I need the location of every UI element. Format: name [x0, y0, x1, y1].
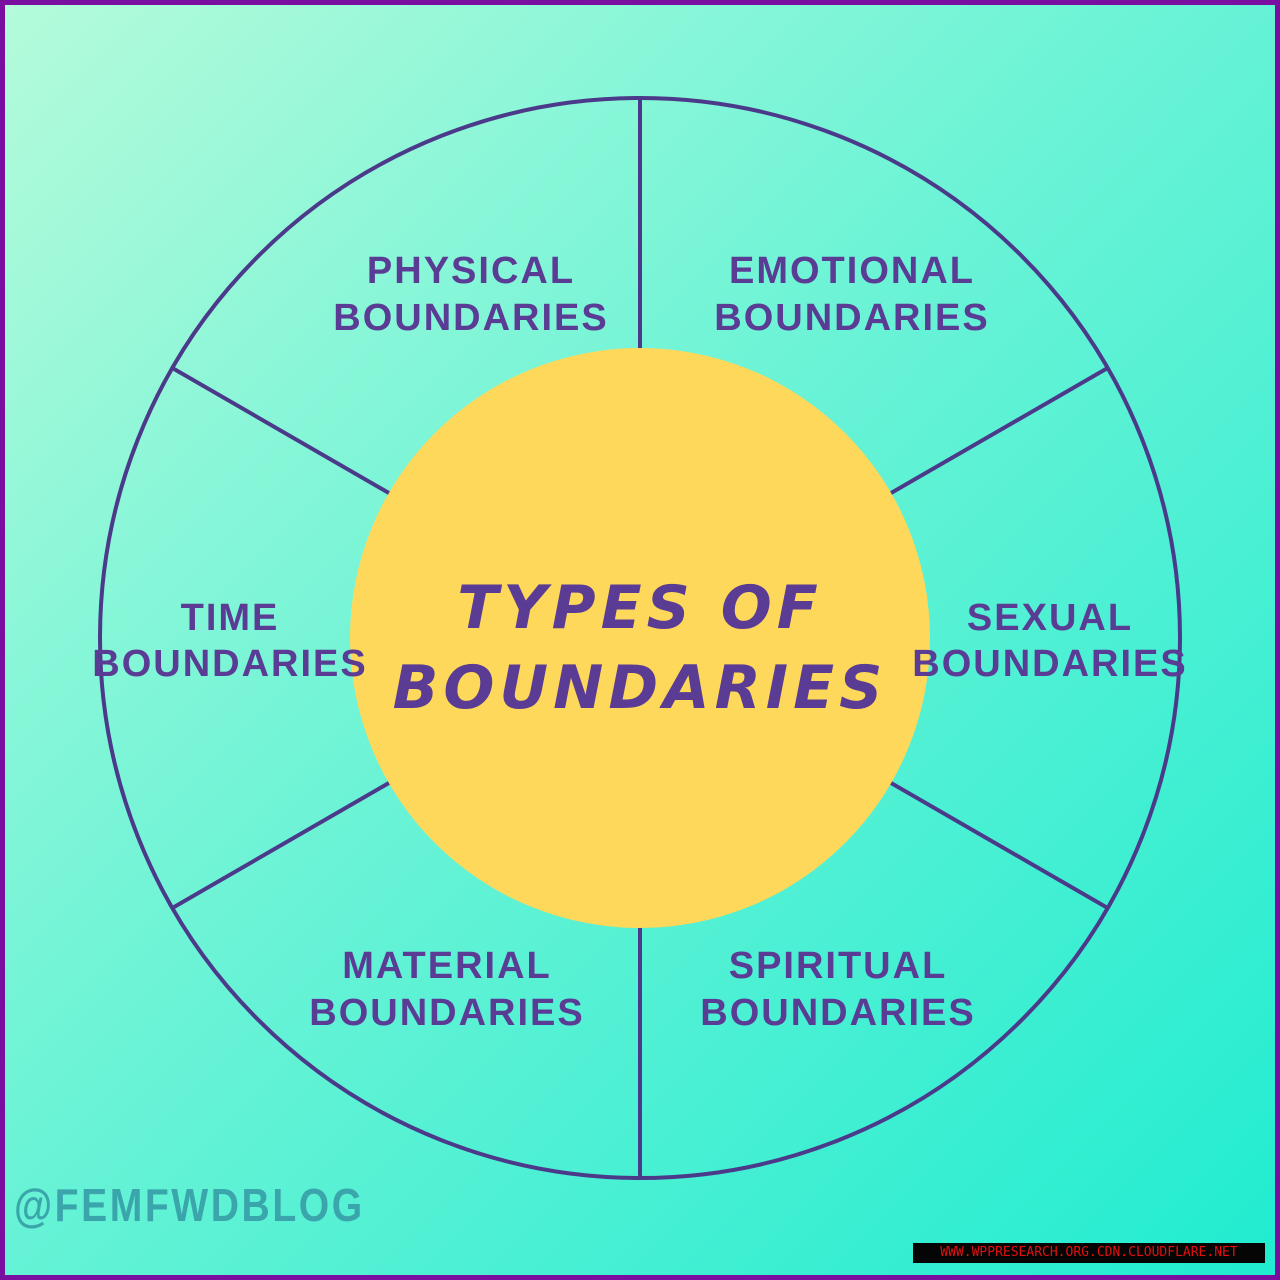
segment-label: BOUNDARIES [700, 992, 975, 1034]
watermark-url: WWW.WPPRESEARCH.ORG.CDN.CLOUDFLARE.NET [913, 1243, 1265, 1263]
segment-label: TIME [181, 597, 280, 639]
segment-label: BOUNDARIES [309, 992, 584, 1034]
segment-physical: PHYSICAL BOUNDARIES [333, 250, 608, 339]
divider-spoke [171, 778, 395, 910]
segment-label: SPIRITUAL [729, 945, 948, 987]
center-circle [350, 348, 930, 928]
center-title-line1: TYPES OF [457, 573, 822, 643]
segment-label: BOUNDARIES [714, 297, 989, 339]
segment-label: MATERIAL [342, 945, 552, 987]
divider-spoke [171, 366, 395, 498]
segment-time: TIME BOUNDARIES [92, 597, 367, 685]
segment-label: BOUNDARIES [333, 297, 608, 339]
segment-label: SEXUAL [967, 597, 1133, 639]
segment-label: PHYSICAL [367, 250, 575, 292]
segment-sexual: SEXUAL BOUNDARIES [912, 597, 1187, 685]
segment-material: MATERIAL BOUNDARIES [309, 945, 584, 1034]
blog-handle: @FEMFWDBLOG [14, 1179, 365, 1231]
segment-label: BOUNDARIES [912, 643, 1187, 685]
segment-emotional: EMOTIONAL BOUNDARIES [714, 250, 989, 339]
divider-spoke [885, 366, 1109, 498]
divider-spoke [885, 778, 1109, 910]
segment-label: BOUNDARIES [92, 643, 367, 685]
segment-label: EMOTIONAL [729, 250, 975, 292]
center-title-line2: BOUNDARIES [393, 653, 888, 723]
segment-spiritual: SPIRITUAL BOUNDARIES [700, 945, 975, 1034]
